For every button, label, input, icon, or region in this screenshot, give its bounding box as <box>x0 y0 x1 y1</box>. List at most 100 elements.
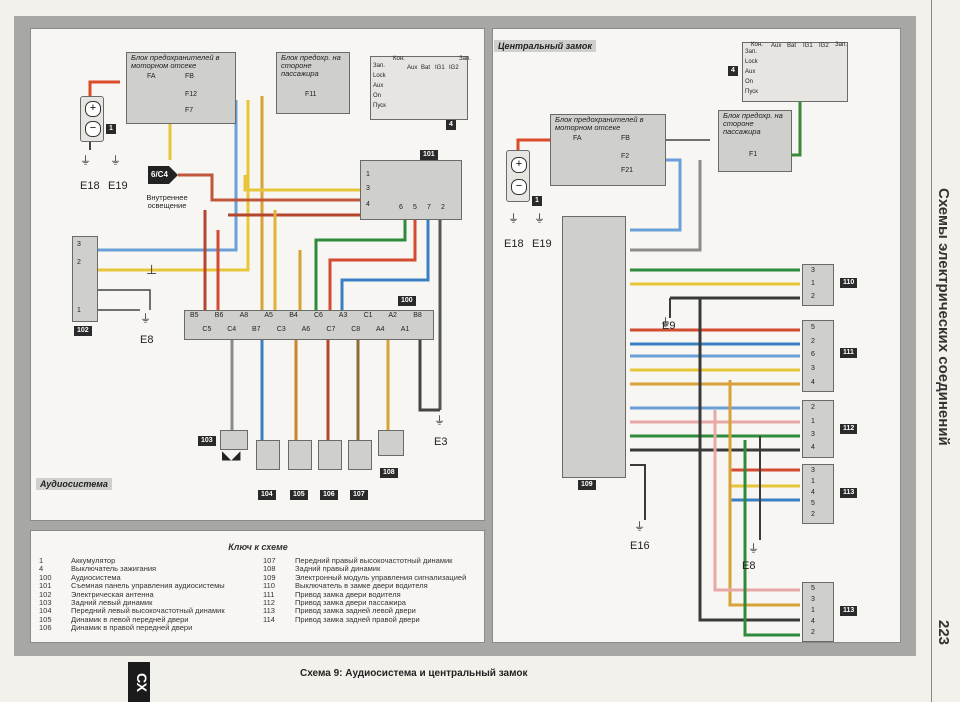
section-side-title: Схемы электрических соединений <box>935 188 952 446</box>
key-number: 1 <box>39 556 44 565</box>
conn-113b-pin-2: 1 <box>811 607 815 614</box>
ground-label-e18-left: E18 <box>80 180 100 192</box>
unit-pin-7: C3 <box>276 326 286 333</box>
switch-col-left-2: Bat <box>421 65 431 71</box>
wire-r-gray-109 <box>630 160 702 252</box>
wire-yellow-antenna <box>96 100 250 272</box>
conn-113b-pin-4: 2 <box>811 629 815 636</box>
wire-interior-red <box>178 173 360 202</box>
module-101: 1 3 4 6 5 7 2 <box>360 160 462 220</box>
lock-actuator-113b: 5 3 1 4 2 <box>802 582 834 642</box>
tag-109: 109 <box>578 480 596 490</box>
wire-blue-antenna <box>96 100 238 252</box>
frame-divider <box>484 16 492 656</box>
wire-r-blue-109 <box>630 158 682 232</box>
key-text: Задний правый динамик <box>295 564 381 574</box>
unit-pin-11: C7 <box>326 326 336 333</box>
key-text: Привод замка задней левой двери <box>295 606 416 616</box>
frame-key-separator <box>14 520 492 530</box>
key-text: Передний правый высокочастотный динамик <box>295 556 453 565</box>
fuse-block-passenger-left-title: Блок предохр. на стороне пассажира <box>281 53 341 78</box>
switch-row-left-0: Зап. <box>373 63 385 69</box>
unit-pin-4: A8 <box>239 312 249 319</box>
tag-4-left: 4 <box>446 120 456 130</box>
conn-113b-pin-3: 4 <box>811 618 815 625</box>
tag-108: 108 <box>380 468 398 478</box>
conn-111-pin-1: 2 <box>811 338 815 345</box>
ground-label-e18-right: E18 <box>504 238 524 250</box>
key-number: 107 <box>263 556 276 565</box>
tag-101: 101 <box>420 150 438 160</box>
frame-border-right <box>900 16 916 656</box>
module-101-pin-6: 6 <box>399 204 403 211</box>
key-text: Съемная панель управления аудиосистемы <box>71 581 225 591</box>
switch-row-left-4: Пуск <box>373 103 386 109</box>
unit-pin-18: B8 <box>413 312 422 319</box>
unit-pin-0: B5 <box>190 312 199 319</box>
tag-4-right: 4 <box>728 66 738 76</box>
unit-pin-5: B7 <box>252 326 261 333</box>
page-number: 223 <box>935 620 952 646</box>
unit-pin-17: A1 <box>400 326 410 333</box>
key-text: Выключатель в замке двери водителя <box>295 581 428 591</box>
fuse-block-engine-right: Блок предохранителей в моторном отсеке F… <box>550 114 666 186</box>
module-101-pin-7: 7 <box>427 204 431 211</box>
unit-pin-16: A2 <box>388 312 397 319</box>
conn-113b-pin-0: 5 <box>811 585 815 592</box>
key-row: 1 Аккумулятор <box>39 556 115 565</box>
wire-r-green-switch <box>790 98 810 157</box>
speaker-104 <box>256 440 280 470</box>
conn-111-pin-4: 4 <box>811 379 815 386</box>
wire-ground-e8 <box>96 289 151 310</box>
tag-104: 104 <box>258 490 276 500</box>
key-number: 104 <box>39 606 52 616</box>
switch-row-right-1: Lock <box>745 59 758 65</box>
conn-112-pin-1: 1 <box>811 418 815 425</box>
switch-row-right-2: Aux <box>745 69 756 75</box>
conn-111-pin-2: 6 <box>811 351 815 358</box>
tag-1-left: 1 <box>106 124 116 134</box>
key-number: 108 <box>263 564 276 574</box>
module-101-pin-4: 4 <box>366 201 370 208</box>
switch-col-left-0: Кон. <box>393 56 405 62</box>
unit-pin-3: C4 <box>227 326 237 333</box>
fuse-fb-left: FB <box>185 73 194 80</box>
fuse-block-engine-left-title: Блок предохранителей в моторном отсеке <box>131 53 220 70</box>
conn-113a-pin-2: 4 <box>811 489 815 496</box>
wire-r-ground-e16 <box>630 464 646 520</box>
fuse-fa-left: FA <box>147 73 156 80</box>
conn-110-pin-0: 3 <box>811 267 815 274</box>
chapter-tab: СХ <box>128 662 150 702</box>
speaker-105 <box>288 440 312 470</box>
unit-pin-1: C5 <box>202 326 212 333</box>
switch-col-right-0: Кон. <box>751 42 763 48</box>
fuse-f12-left: F12 <box>185 91 198 98</box>
key-text: Аккумулятор <box>71 556 116 565</box>
switch-col-right-4: IG2 <box>819 43 829 49</box>
wire-yellow-101 <box>243 175 360 192</box>
ground-icon-e19-right: ⏚ <box>534 213 545 225</box>
key-number: 100 <box>39 572 52 582</box>
key-number: 110 <box>263 581 275 591</box>
audio-unit-100 <box>184 310 434 340</box>
module-101-pin-3: 3 <box>366 185 370 192</box>
battery-minus-icon: − <box>85 121 101 137</box>
conn-111-pin-3: 3 <box>811 365 815 372</box>
fuse-fb-right: FB <box>621 135 630 142</box>
fuse-f21-right: F21 <box>621 167 634 174</box>
speaker-103-icon: ◣◢ <box>222 448 241 462</box>
tag-105: 105 <box>290 490 308 500</box>
wire-r-green-bus <box>743 440 800 637</box>
module-101-pin-2: 2 <box>441 204 445 211</box>
unit-pin-13: C8 <box>351 326 361 333</box>
fuse-block-passenger-right-title: Блок предохр. на стороне пассажира <box>723 111 783 136</box>
key-text: Задний левый динамик <box>71 598 153 607</box>
ground-label-e19-left: E19 <box>108 180 128 192</box>
key-number: 102 <box>39 589 52 599</box>
key-text: Выключатель зажигания <box>71 564 157 574</box>
alarm-module-109 <box>562 216 626 478</box>
battery-right-minus-icon: − <box>511 179 527 195</box>
